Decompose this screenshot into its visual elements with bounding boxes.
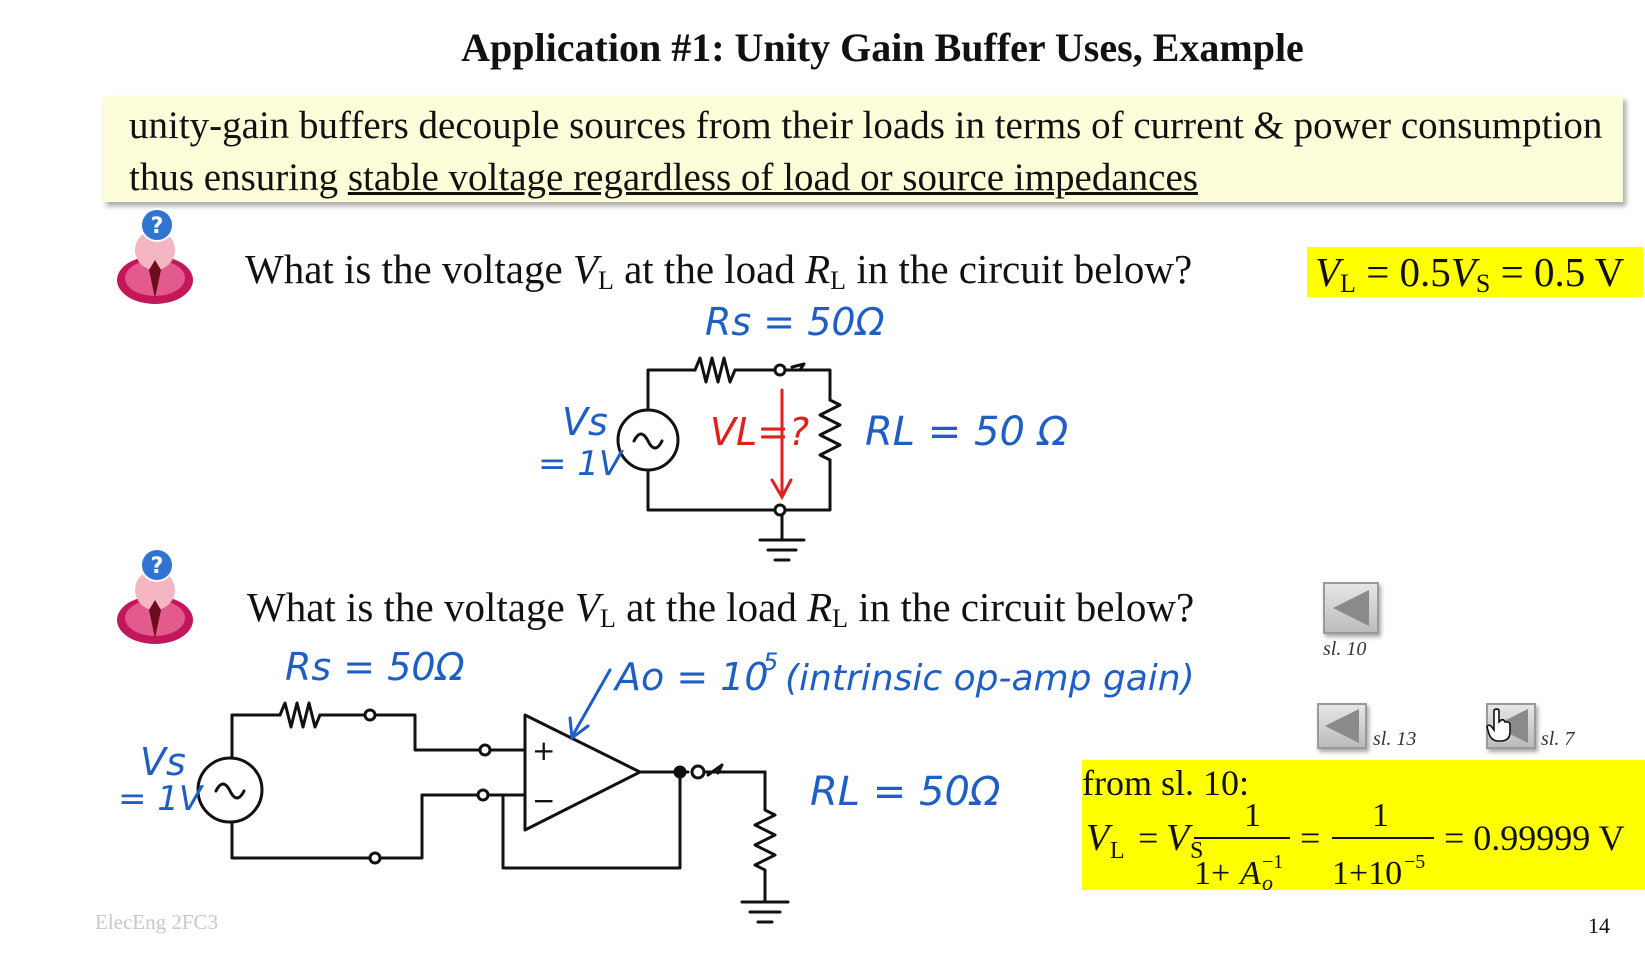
q1-suffix: in the circuit below?	[846, 246, 1193, 292]
nav-back-sl10-button[interactable]	[1323, 582, 1379, 634]
svg-text:?: ?	[151, 554, 164, 579]
a2-eq2: =	[1300, 818, 1320, 858]
circuit1-rs-label: Rs = 50Ω	[705, 305, 885, 344]
back-arrow-icon	[1333, 590, 1369, 626]
q2-r-sub: L	[832, 604, 849, 633]
a2-den2-sup: −5	[1404, 851, 1425, 873]
circuit2-vs-value: = 1V	[118, 779, 205, 819]
question-person-icon: ?	[113, 548, 197, 649]
question1-text: What is the voltage VL at the load RL in…	[245, 245, 1192, 296]
a1-v-sub: L	[1340, 269, 1356, 298]
answer2-heading: from sl. 10:	[1082, 763, 1249, 803]
a2-den1-a: 1+	[1194, 855, 1230, 890]
nav-sl13-label[interactable]: sl. 13	[1373, 728, 1417, 750]
circuit2-rl-label: RL = 50Ω	[810, 769, 1001, 815]
circuit2-rs-label: Rs = 50Ω	[285, 645, 465, 689]
a2-eq1: =	[1138, 818, 1158, 858]
circuit2-vs-label: Vs	[140, 740, 186, 784]
summary-box: unity-gain buffers decouple sources from…	[103, 96, 1623, 202]
circuit1-diagram: Rs = 50Ω RL = 50 Ω Vs = 1V VL=?	[538, 305, 1069, 562]
q1-r-sub: L	[830, 266, 847, 295]
a2-den1-A: A	[1238, 855, 1261, 890]
q2-r-symbol: R	[807, 584, 833, 630]
a1-v: V	[1315, 249, 1341, 295]
a2-lhs-sub: L	[1110, 838, 1125, 864]
a1-vs-sub: S	[1475, 269, 1491, 298]
answer2-highlight: from sl. 10: V L = V S 1 1+ A o −1 = 1 1…	[1082, 760, 1645, 890]
q1-prefix: What is the voltage	[245, 246, 573, 292]
a2-rhs-sub: S	[1190, 838, 1203, 864]
circuit1-vs-value: = 1V	[538, 444, 625, 484]
q2-mid: at the load	[615, 584, 808, 630]
slide-title: Application #1: Unity Gain Buffer Uses, …	[461, 25, 1304, 70]
question-person-icon: ?	[113, 208, 197, 309]
circuit2-gain-note: (intrinsic op-amp gain)	[785, 658, 1195, 699]
circuit1-vs-label: Vs	[562, 400, 608, 444]
a2-den2: 1+10	[1332, 855, 1402, 890]
a2-result: = 0.99999 V	[1444, 818, 1625, 858]
circuit2-gain-exponent: 5	[763, 648, 778, 676]
q1-v-symbol: V	[572, 246, 598, 292]
back-arrow-icon	[1494, 709, 1528, 743]
a2-rhs-v: V	[1166, 817, 1193, 859]
q2-v-symbol: V	[574, 584, 600, 630]
a2-num1: 1	[1244, 797, 1261, 834]
q2-prefix: What is the voltage	[247, 584, 575, 630]
q1-mid: at the load	[613, 246, 806, 292]
summary-underlined-text: stable voltage regardless of load or sou…	[347, 156, 1198, 199]
footer-course-label: ElecEng 2FC3	[95, 910, 219, 934]
circuit1-vl-label: VL=?	[710, 410, 809, 454]
a1-eq1: = 0.5	[1355, 249, 1451, 295]
summary-text: unity-gain buffers decouple sources from…	[129, 104, 1603, 199]
q2-suffix: in the circuit below?	[848, 584, 1195, 630]
opamp-minus-sign: −	[532, 784, 555, 817]
a1-vs: V	[1450, 249, 1476, 295]
a2-den1-sub: o	[1262, 870, 1273, 890]
back-arrow-icon	[1325, 709, 1359, 743]
circuit2-diagram: Rs = 50Ω RL = 50Ω Vs = 1V Ao = 10 5 (int…	[118, 645, 1195, 924]
opamp-plus-sign: +	[532, 734, 555, 767]
question2-text: What is the voltage VL at the load RL in…	[247, 583, 1194, 634]
q2-v-sub: L	[599, 604, 616, 633]
a2-num2: 1	[1372, 797, 1389, 834]
q1-r-symbol: R	[805, 246, 831, 292]
circuit2-gain-label: Ao = 10	[612, 655, 769, 699]
nav-sl7-label[interactable]: sl. 7	[1541, 728, 1575, 750]
answer1-highlight: VL = 0.5VS = 0.5 V	[1307, 247, 1643, 298]
nav-back-sl13-button[interactable]	[1317, 703, 1367, 749]
a2-den1-sup: −1	[1262, 851, 1283, 873]
a2-lhs-v: V	[1086, 817, 1113, 859]
circuit1-rl-label: RL = 50 Ω	[865, 409, 1069, 455]
page-number: 14	[1588, 913, 1610, 938]
q1-v-sub: L	[597, 266, 614, 295]
hand-cursor-icon	[1486, 708, 1512, 747]
nav-sl10-label[interactable]: sl. 10	[1323, 638, 1367, 660]
svg-text:?: ?	[151, 214, 164, 239]
a1-eq2: = 0.5 V	[1490, 249, 1625, 295]
answer2-formula: V L = V S 1 1+ A o −1 = 1 1+10 −5 = 0.99…	[1086, 797, 1625, 890]
